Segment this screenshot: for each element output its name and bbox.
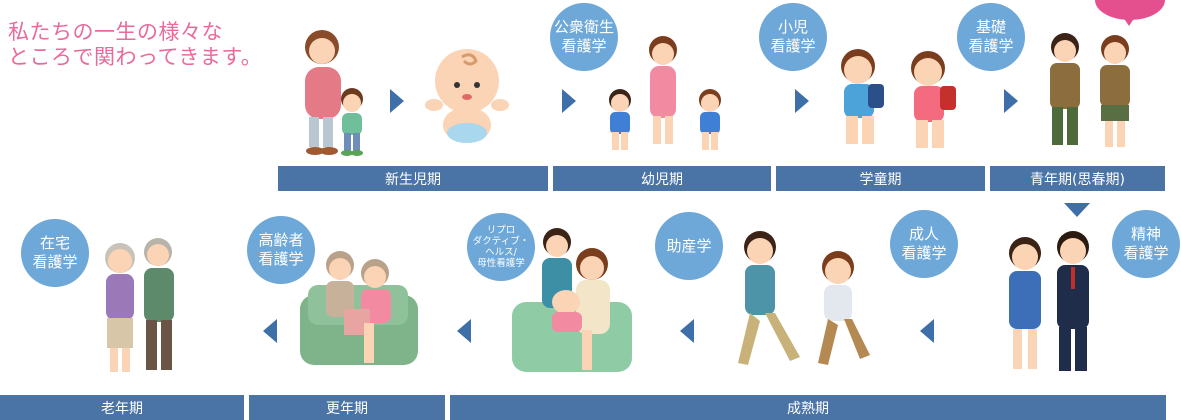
field-reproductive: リプロ ダクティブ・ ヘルス/ 母性看護学 [467, 213, 535, 281]
baby-illustration [425, 49, 509, 143]
field-pediatric: 小児 看護学 [759, 3, 827, 71]
triangle-right-icon [1004, 89, 1018, 113]
triangle-right-icon [390, 89, 404, 113]
triangle-left-icon [920, 319, 934, 343]
stage-bar-climacteric: 更年期 [249, 395, 445, 420]
triangle-left-icon [680, 319, 694, 343]
stage-bar-maturity: 成熟期 [450, 395, 1166, 420]
callout-bubble [1095, 0, 1165, 26]
stage-bar-newborn: 新生児期 [278, 166, 548, 191]
triangle-right-icon [562, 89, 576, 113]
young-couple-walking-illustration [738, 231, 870, 365]
mother-child-illustration [305, 30, 363, 156]
field-adult: 成人 看護学 [890, 210, 958, 278]
triangle-down-icon [1064, 203, 1090, 217]
triangle-left-icon [457, 319, 471, 343]
triangle-right-icon [795, 89, 809, 113]
triangle-left-icon [263, 319, 277, 343]
field-public-health: 公衆衛生 看護学 [550, 3, 618, 71]
tagline: 私たちの一生の様々な ところで関わってきます。 [8, 20, 263, 69]
parents-with-baby-illustration [512, 228, 632, 372]
working-adults-illustration [1009, 231, 1089, 371]
stage-bar-adolescent: 青年期(思春期) [990, 166, 1165, 191]
stage-bar-school: 学童期 [776, 166, 985, 191]
field-home-care: 在宅 看護学 [21, 219, 89, 287]
schoolchildren-illustration [841, 49, 956, 148]
elderly-couple-illustration [105, 238, 174, 372]
stage-bar-infant: 幼児期 [553, 166, 771, 191]
high-school-students-illustration [1050, 33, 1130, 147]
field-midwifery: 助産学 [655, 212, 723, 280]
field-gerontological: 高齢者 看護学 [247, 216, 315, 284]
field-fundamental: 基礎 看護学 [957, 3, 1025, 71]
stage-bar-elderly: 老年期 [0, 395, 244, 420]
nursery-teacher-children-illustration [609, 36, 721, 150]
middle-aged-couple-sofa-illustration [300, 251, 418, 365]
field-psychiatric: 精神 看護学 [1112, 210, 1180, 278]
